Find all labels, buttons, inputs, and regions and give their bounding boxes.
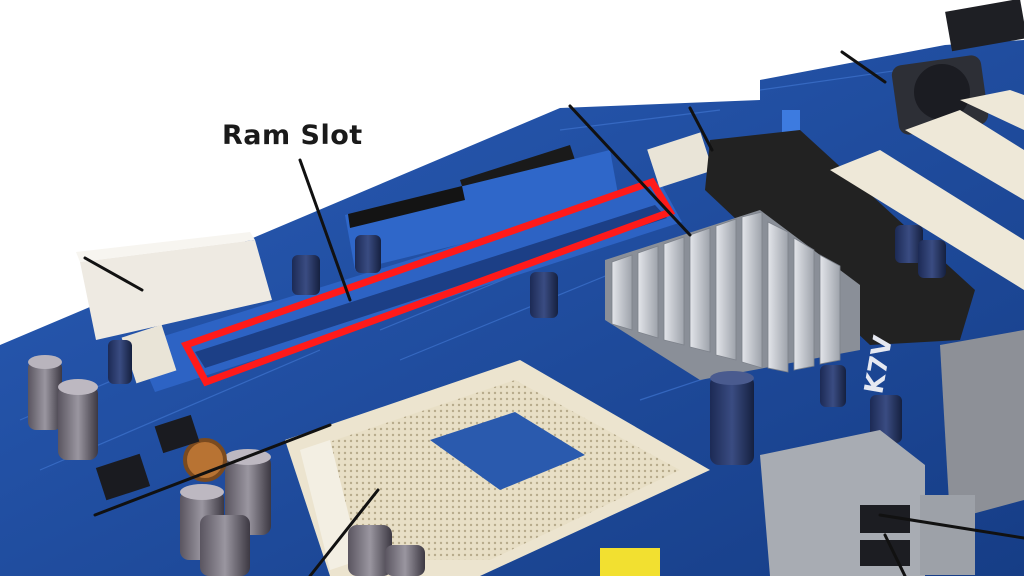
chip-fan <box>914 64 970 120</box>
heatsink: K7V <box>605 210 899 396</box>
ram-slot-pointer <box>298 158 352 302</box>
jumper-blue <box>782 110 800 132</box>
small-chip-left <box>154 414 200 454</box>
ram-slot-clip-right <box>647 132 713 188</box>
port-pointer <box>878 513 1024 540</box>
atx-power-connector-top <box>76 232 255 262</box>
ide-connector-pins <box>348 186 465 228</box>
pointer-lines <box>83 50 1024 576</box>
agp-slot <box>705 130 975 345</box>
ram-slot-groove <box>195 205 667 368</box>
rear-io-ports <box>600 330 1024 576</box>
atx-power-connector <box>80 240 272 340</box>
pci-slot-2 <box>905 110 1024 200</box>
capacitors <box>28 225 946 576</box>
cpu-socket <box>285 360 710 576</box>
pci-slot-3 <box>960 90 1024 130</box>
power-pointer <box>83 256 144 292</box>
heatsink-pointer <box>568 104 692 237</box>
north-chip-pointer <box>840 50 887 84</box>
ram-slot-label: Ram Slot <box>222 120 363 151</box>
socket-pointer <box>308 488 380 576</box>
ide-connector-front <box>345 150 620 270</box>
pci-slot-1 <box>830 150 1024 290</box>
ram-slot-clip-left <box>121 324 177 384</box>
small-chip-bottom <box>95 453 151 501</box>
chipset-pointer <box>688 106 714 152</box>
connector-top-right <box>945 0 1024 52</box>
cap-pointer <box>93 423 332 517</box>
port-pointer-2 <box>883 533 907 576</box>
